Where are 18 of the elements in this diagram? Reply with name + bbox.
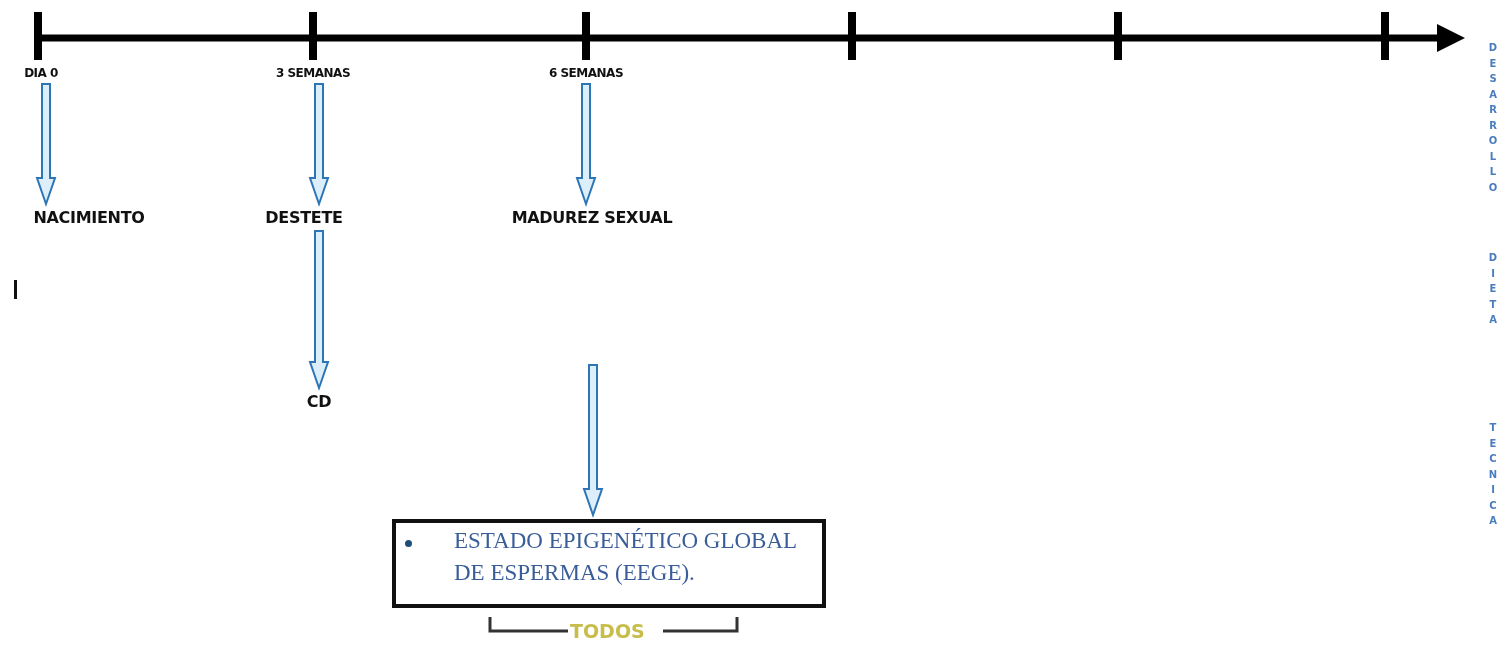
hollow-arrow	[308, 83, 330, 208]
hollow-arrow	[35, 83, 57, 208]
box-text: ESTADO EPIGENÉTICO GLOBAL DE ESPERMAS (EEGE).	[454, 527, 798, 588]
vertical-label: DESARROLLO	[1488, 41, 1498, 195]
event-label: CD	[296, 392, 342, 411]
event-label: NACIMIENTO	[14, 208, 164, 227]
time-label: DIA 0	[14, 66, 68, 80]
event-label: DESTETE	[248, 208, 360, 227]
event-label: MADUREZ SEXUAL	[490, 208, 694, 227]
group-label: TODOS	[570, 620, 645, 642]
vertical-label: TECNICA	[1488, 421, 1498, 528]
text-box	[392, 519, 826, 608]
hollow-arrow	[575, 83, 597, 208]
hollow-arrow	[308, 230, 330, 392]
time-label: 3 SEMANAS	[267, 66, 359, 80]
hollow-arrow	[582, 364, 604, 519]
time-label: 6 SEMANAS	[540, 66, 632, 80]
vertical-label: DIETA	[1488, 251, 1498, 327]
